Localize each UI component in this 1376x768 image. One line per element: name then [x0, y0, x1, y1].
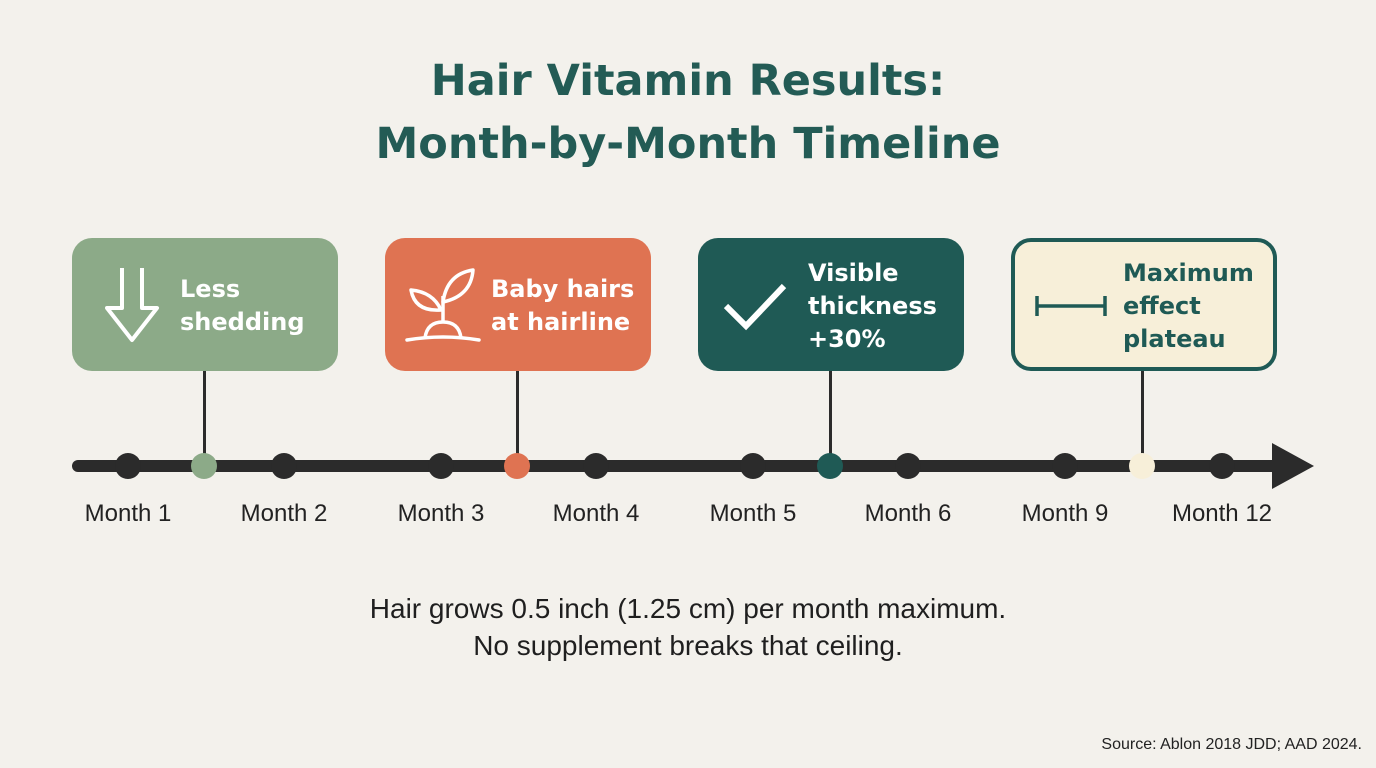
milestone-marker [817, 453, 843, 479]
month-label: Month 9 [1021, 500, 1109, 527]
month-tick [895, 453, 921, 479]
milestone-card-visible-thickness: Visible thickness +30% [698, 238, 964, 371]
month-tick [583, 453, 609, 479]
milestone-card-baby-hairs: Baby hairs at hairline [385, 238, 651, 371]
month-tick [428, 453, 454, 479]
milestone-card-less-shedding: Less shedding [72, 238, 338, 371]
growth-note-line-2: No supplement breaks that ceiling. [473, 630, 903, 661]
connector-line [203, 371, 206, 465]
month-label: Month 5 [709, 500, 797, 527]
month-tick [740, 453, 766, 479]
milestone-label: Maximum effect plateau [1123, 259, 1254, 353]
title-line-1: Hair Vitamin Results: [430, 56, 946, 106]
month-label: Month 2 [240, 500, 328, 527]
milestone-label: Baby hairs at hairline [491, 275, 635, 336]
checkmark-icon [723, 283, 787, 331]
month-tick [271, 453, 297, 479]
month-label: Month 3 [397, 500, 485, 527]
growth-note: Hair grows 0.5 inch (1.25 cm) per month … [0, 590, 1376, 664]
milestone-marker [504, 453, 530, 479]
month-tick [115, 453, 141, 479]
connector-line [516, 371, 519, 465]
milestone-label: Visible thickness +30% [808, 259, 937, 353]
milestone-label: Less shedding [180, 275, 305, 336]
month-tick [1209, 453, 1235, 479]
sprout-icon [405, 268, 481, 342]
page-title: Hair Vitamin Results: Month-by-Month Tim… [0, 50, 1376, 176]
connector-line [1141, 371, 1144, 465]
arrow-down-icon [105, 268, 159, 342]
month-label: Month 1 [84, 500, 172, 527]
month-label: Month 4 [552, 500, 640, 527]
timeline-axis [72, 460, 1282, 472]
milestone-marker [191, 453, 217, 479]
connector-line [829, 371, 832, 465]
milestone-marker [1129, 453, 1155, 479]
month-label: Month 6 [864, 500, 952, 527]
milestone-card-maximum-plateau: Maximum effect plateau [1011, 238, 1277, 371]
plateau-bar-icon [1035, 296, 1107, 316]
timeline-arrowhead [1272, 443, 1314, 489]
title-line-2: Month-by-Month Timeline [375, 119, 1001, 169]
source-citation: Source: Ablon 2018 JDD; AAD 2024. [1101, 736, 1362, 753]
month-tick [1052, 453, 1078, 479]
month-label: Month 12 [1171, 500, 1273, 527]
growth-note-line-1: Hair grows 0.5 inch (1.25 cm) per month … [369, 593, 1007, 624]
